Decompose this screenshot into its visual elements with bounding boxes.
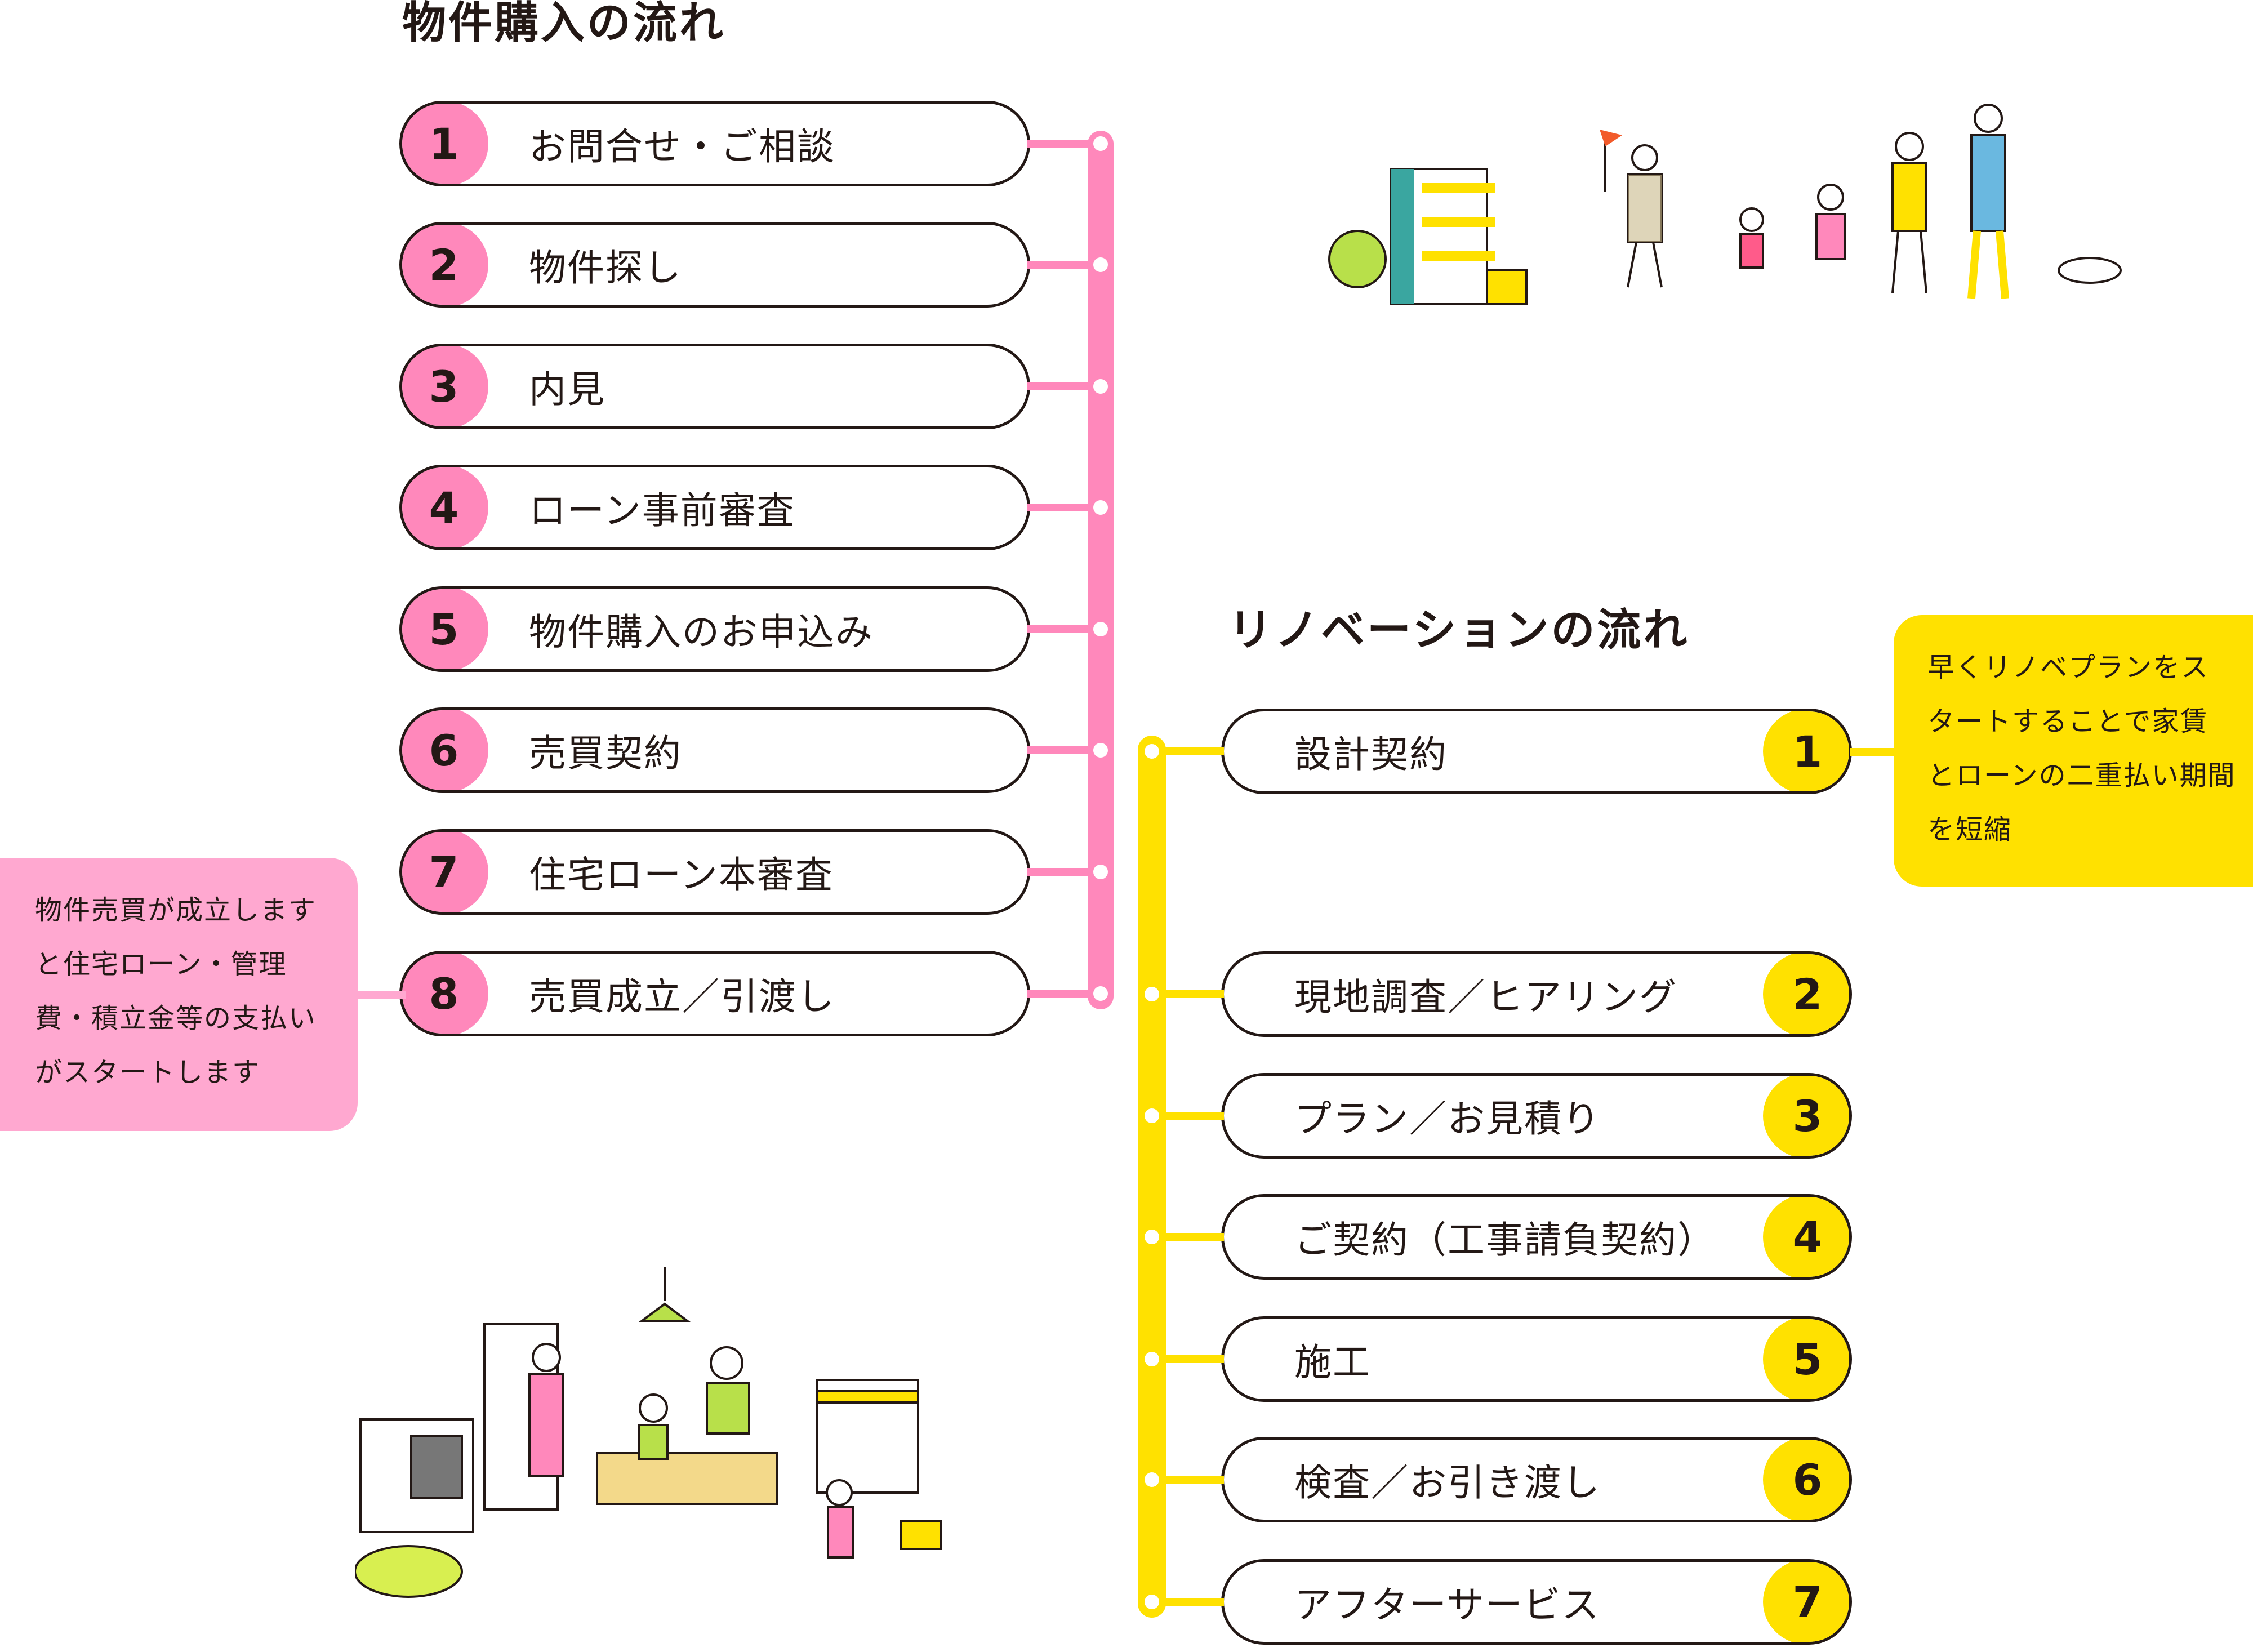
step-connector — [1160, 1233, 1224, 1241]
step-label: 施工 — [1294, 1341, 1371, 1384]
step-label: ローン事前審査 — [529, 489, 795, 532]
purchase-step-7: 7 住宅ローン本審査 — [399, 829, 1030, 915]
purchase-step-3: 3 内見 — [399, 344, 1030, 429]
step-number-badge: 6 — [1763, 1440, 1849, 1520]
timeline-node — [1093, 622, 1108, 636]
step-connector — [1027, 746, 1096, 754]
step-connector — [1160, 747, 1224, 755]
timeline-node — [1093, 500, 1108, 515]
step-number-badge: 6 — [402, 710, 488, 790]
timeline-node — [1145, 1472, 1159, 1487]
building-family-illustration — [1328, 104, 2122, 305]
step-label: 物件探し — [529, 246, 682, 290]
step-label: アフターサービス — [1294, 1583, 1600, 1627]
step-connector — [1160, 1355, 1224, 1363]
renovation-step-5: 5 施工 — [1221, 1316, 1852, 1402]
step-number-badge: 3 — [1763, 1076, 1849, 1156]
renovation-step-6: 6 検査／お引き渡し — [1221, 1437, 1852, 1522]
purchase-flow-title: 物件購入の流れ — [402, 0, 726, 48]
renovation-step-2: 2 現地調査／ヒアリング — [1221, 951, 1852, 1037]
step-number-badge: 2 — [402, 225, 488, 305]
step-label: 検査／お引き渡し — [1294, 1461, 1601, 1504]
timeline-node — [1093, 743, 1108, 758]
purchase-note: 物件売買が成立しますと住宅ローン・管理費・積立金等の支払いがスタートします — [0, 858, 358, 1131]
step-label: 売買契約 — [529, 732, 682, 775]
renovation-step-7: 7 アフターサービス — [1221, 1559, 1852, 1645]
timeline-node — [1145, 1108, 1159, 1123]
purchase-step-6: 6 売買契約 — [399, 707, 1030, 793]
purchase-step-4: 4 ローン事前審査 — [399, 465, 1030, 550]
step-number-badge: 7 — [1763, 1562, 1849, 1642]
step-number-badge: 1 — [1763, 711, 1849, 791]
renovation-note-connector — [1850, 748, 1898, 756]
step-connector — [1027, 382, 1096, 390]
step-label: 住宅ローン本審査 — [529, 853, 834, 897]
purchase-step-5: 5 物件購入のお申込み — [399, 586, 1030, 672]
purchase-timeline-bar — [1088, 131, 1114, 1009]
step-connector — [1027, 868, 1096, 876]
timeline-node — [1093, 136, 1108, 151]
step-number-badge: 5 — [402, 589, 488, 669]
step-number-badge: 2 — [1763, 954, 1849, 1034]
step-connector — [1027, 625, 1096, 633]
timeline-node — [1093, 379, 1108, 394]
kitchen-family-illustration — [355, 1267, 942, 1598]
step-connector — [1160, 1476, 1224, 1484]
step-label: 設計契約 — [1294, 733, 1448, 776]
step-connector — [1160, 1598, 1224, 1606]
step-label: プラン／お見積り — [1294, 1097, 1601, 1141]
purchase-step-2: 2 物件探し — [399, 222, 1030, 308]
renovation-step-4: 4 ご契約（工事請負契約） — [1221, 1194, 1852, 1280]
renovation-step-1: 1 設計契約 — [1221, 709, 1852, 794]
timeline-node — [1145, 1230, 1159, 1244]
step-connector — [1160, 990, 1224, 998]
renovation-timeline-bar — [1138, 736, 1166, 1618]
step-number-badge: 1 — [402, 104, 488, 184]
step-connector — [1160, 1112, 1224, 1120]
step-label: お問合せ・ご相談 — [529, 125, 835, 168]
step-number-badge: 4 — [1763, 1197, 1849, 1277]
renovation-note: 早くリノベプランをスタートすることで家賃とローンの二重払い期間を短縮 — [1894, 615, 2253, 887]
step-connector — [1027, 504, 1096, 511]
renovation-step-3: 3 プラン／お見積り — [1221, 1073, 1852, 1159]
step-number-badge: 4 — [402, 467, 488, 547]
timeline-node — [1145, 1595, 1159, 1609]
timeline-node — [1093, 986, 1108, 1001]
step-label: ご契約（工事請負契約） — [1294, 1218, 1716, 1262]
purchase-step-8: 8 売買成立／引渡し — [399, 951, 1030, 1036]
timeline-node — [1093, 257, 1108, 272]
step-label: 売買成立／引渡し — [529, 975, 835, 1018]
step-connector — [1027, 140, 1096, 148]
timeline-node — [1093, 865, 1108, 879]
step-number-badge: 5 — [1763, 1319, 1849, 1399]
step-number-badge: 3 — [402, 346, 488, 426]
step-label: 現地調査／ヒアリング — [1294, 976, 1677, 1019]
renovation-flow-title: リノベーションの流れ — [1228, 605, 1690, 656]
purchase-note-connector — [355, 991, 406, 999]
timeline-node — [1145, 1352, 1159, 1366]
step-connector — [1027, 261, 1096, 269]
step-label: 物件購入のお申込み — [529, 611, 874, 654]
purchase-step-1: 1 お問合せ・ご相談 — [399, 101, 1030, 186]
step-connector — [1027, 990, 1096, 998]
step-label: 内見 — [529, 368, 605, 411]
step-number-badge: 8 — [402, 954, 488, 1034]
timeline-node — [1145, 987, 1159, 1001]
step-number-badge: 7 — [402, 832, 488, 912]
timeline-node — [1145, 744, 1159, 759]
